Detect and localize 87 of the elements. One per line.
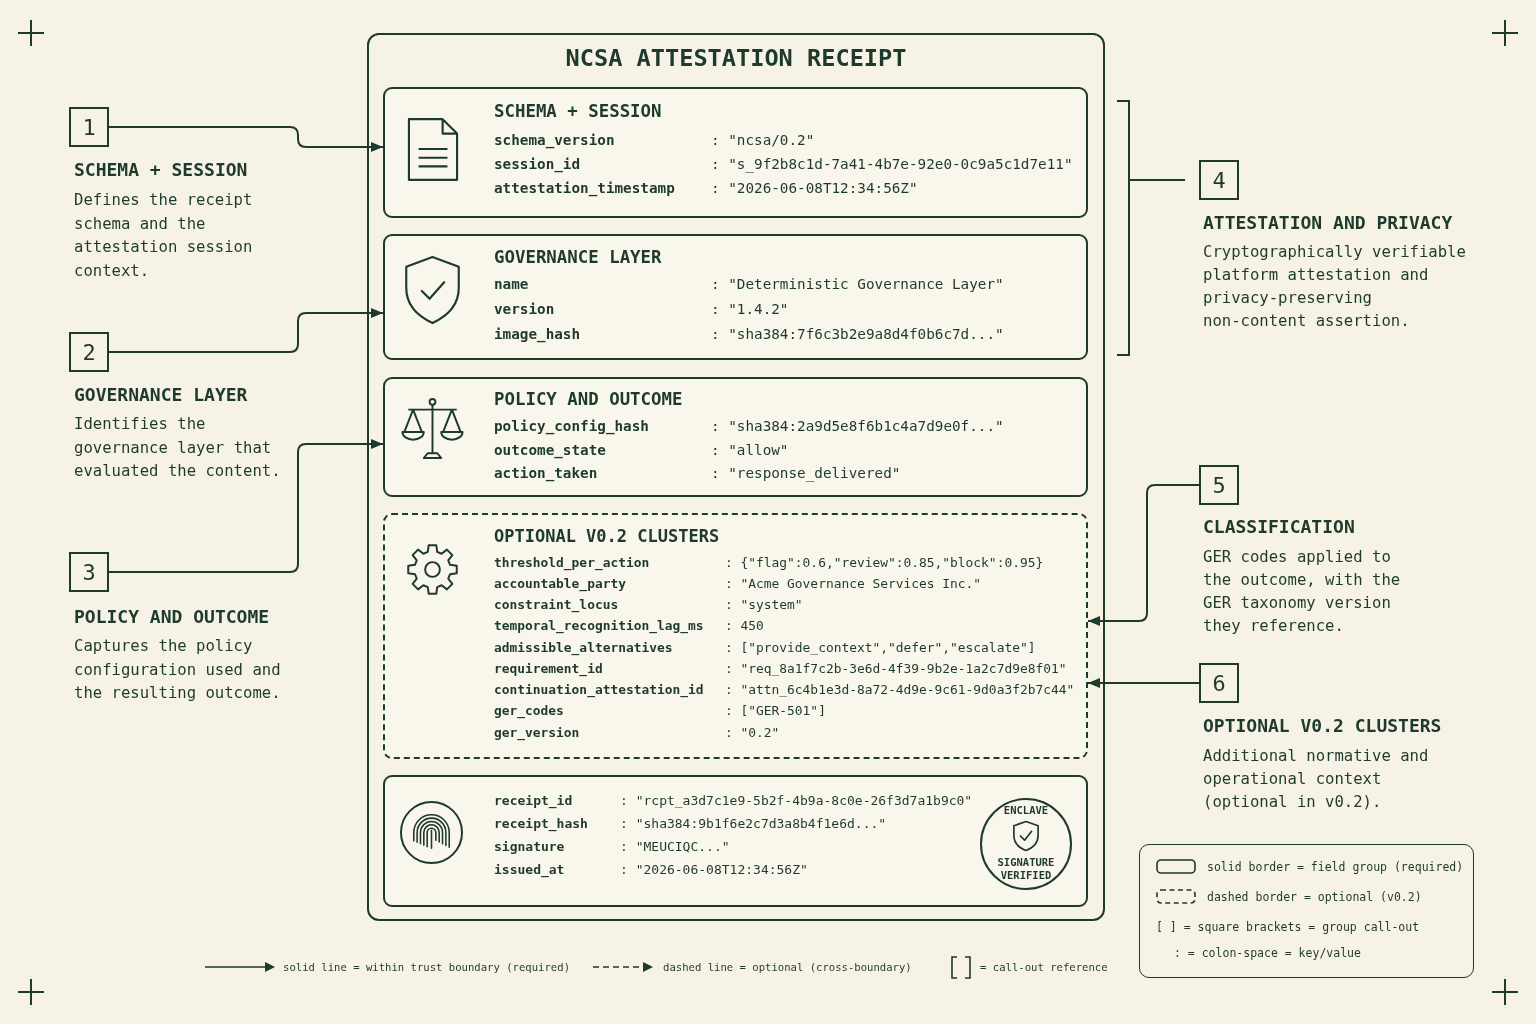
callout-heading: GOVERNANCE LAYER (74, 384, 248, 406)
field-group-card (383, 234, 1088, 360)
field-key: attestation_timestamp (494, 176, 675, 200)
section-heading: OPTIONAL V0.2 CLUSTERS (494, 525, 720, 547)
section-heading: POLICY AND OUTCOME (494, 388, 683, 410)
legend-text: [ ] = square brackets = group call-out (1156, 919, 1420, 935)
callout-number: 2 (69, 332, 109, 372)
field-value: : ["provide_context","defer","escalate"] (725, 638, 1036, 657)
field-value: : "sha384:2a9d5e8f6b1c4a7d9e0f..." (711, 417, 1004, 437)
section-heading: SCHEMA + SESSION (494, 100, 662, 122)
legend-text: solid border = field group (required) (1207, 859, 1464, 875)
field-key: ger_version (494, 721, 580, 743)
field-key: accountable_party (494, 572, 626, 594)
field-value: : "Acme Governance Services Inc." (725, 574, 982, 593)
field-key: receipt_id (494, 788, 573, 812)
callout-number: 3 (69, 552, 109, 592)
field-value: : "rcpt_a3d7c1e9-5b2f-4b9a-8c0e-26f3d7a1b9c0" (620, 791, 973, 810)
field-key: constraint_locus (494, 594, 619, 616)
legend-text: : = colon-space = key/value (1174, 945, 1361, 961)
arrow (1087, 484, 1200, 626)
field-value: : "system" (725, 596, 803, 614)
callout-description: Additional normative and operational context (optional in v0.2). (1203, 745, 1430, 813)
legend-text: = call-out reference (980, 960, 1108, 974)
field-value: : "response_delivered" (711, 464, 901, 484)
callout-number: 5 (1199, 465, 1239, 505)
badge-text: ENCLAVE (1003, 804, 1049, 817)
field-group-card (383, 87, 1088, 218)
callout-number: 6 (1199, 663, 1239, 703)
callout-heading: OPTIONAL V0.2 CLUSTERS (1203, 715, 1442, 737)
field-value: : "sha384:7f6c3b2e9a8d4f0b6c7d..." (711, 324, 1004, 344)
field-key: threshold_per_action (494, 551, 650, 573)
field-value: : "1.4.2" (711, 299, 789, 319)
arrow (1087, 678, 1200, 688)
callout-description: Defines the receipt schema and the attestation session context. (74, 190, 254, 282)
field-value: : "Deterministic Governance Layer" (711, 274, 1004, 294)
arrow (108, 308, 384, 353)
field-key: image_hash (494, 321, 581, 347)
field-key: requirement_id (494, 657, 603, 679)
field-key: temporal_recognition_lag_ms (494, 615, 704, 637)
field-group-card (383, 775, 1088, 907)
arrow (108, 439, 384, 573)
field-value: : "s_9f2b8c1d-7a41-4b7e-92e0-0c9a5c1d7e11" (711, 155, 1073, 175)
callout-heading: ATTESTATION AND PRIVACY (1203, 212, 1453, 234)
field-key: name (494, 271, 529, 297)
field-key: version (494, 296, 555, 322)
callout-heading: POLICY AND OUTCOME (74, 606, 270, 628)
callout-number: 4 (1199, 160, 1239, 200)
optional-field-group-card (383, 513, 1088, 759)
field-value: : {"flag":0.6,"review":0.85,"block":0.95} (725, 553, 1044, 572)
field-value: : "attn_6c4b1e3d-8a72-4d9e-9c61-9d0a3f2b7c44" (725, 681, 1075, 699)
field-value: : "req_8a1f7c2b-3e6d-4f39-9b2e-1a2c7d9e8f01" (725, 659, 1067, 678)
legend-text: dashed line = optional (cross-boundary) (663, 960, 912, 974)
field-value: : "sha384:9b1f6e2c7d3a8b4f1e6d..." (620, 814, 887, 833)
field-key: admissible_alternatives (494, 636, 673, 658)
field-group-card (383, 377, 1088, 497)
arrow (108, 126, 384, 152)
field-key: outcome_state (494, 438, 606, 463)
receipt-panel (367, 33, 1105, 921)
field-value: : "2026-06-08T12:34:56Z" (620, 860, 808, 879)
callout-description: GER codes applied to the outcome, with the GER taxonomy version they reference. (1203, 546, 1402, 637)
field-value: : "0.2" (725, 723, 780, 742)
field-key: ger_codes (494, 700, 564, 722)
field-value: : "ncsa/0.2" (711, 131, 815, 150)
callout-heading: SCHEMA + SESSION (74, 159, 248, 181)
field-key: receipt_hash (494, 811, 588, 835)
callout-heading: CLASSIFICATION (1203, 516, 1355, 538)
field-key: schema_version (494, 128, 615, 152)
callout-description: Cryptographically verifiable platform attestation and privacy-preserving non-content assertion. (1203, 241, 1467, 332)
callout-description: Identifies the governance layer that evaluated the content. (74, 414, 282, 483)
panel-title: NCSA ATTESTATION RECEIPT (565, 43, 907, 73)
field-key: continuation_attestation_id (494, 679, 704, 701)
field-value: : ["GER-501"] (725, 702, 826, 721)
field-key: policy_config_hash (494, 415, 649, 439)
field-key: session_id (494, 152, 581, 176)
field-key: signature (494, 834, 565, 858)
field-value: : 450 (725, 617, 764, 636)
field-key: issued_at (494, 857, 565, 881)
legend-text: solid line = within trust boundary (required) (283, 960, 570, 974)
legend-text: dashed border = optional (v0.2) (1207, 889, 1422, 905)
field-key: action_taken (494, 462, 598, 486)
field-value: : "allow" (711, 440, 789, 460)
callout-number: 1 (69, 107, 109, 147)
badge-text: SIGNATURE VERIFIED (997, 855, 1055, 882)
section-heading: GOVERNANCE LAYER (494, 246, 662, 268)
field-value: : "2026-06-08T12:34:56Z" (711, 179, 918, 198)
field-value: : "MEUCIQC..." (620, 837, 730, 856)
callout-description: Captures the policy configuration used and the resulting outcome. (74, 636, 282, 705)
